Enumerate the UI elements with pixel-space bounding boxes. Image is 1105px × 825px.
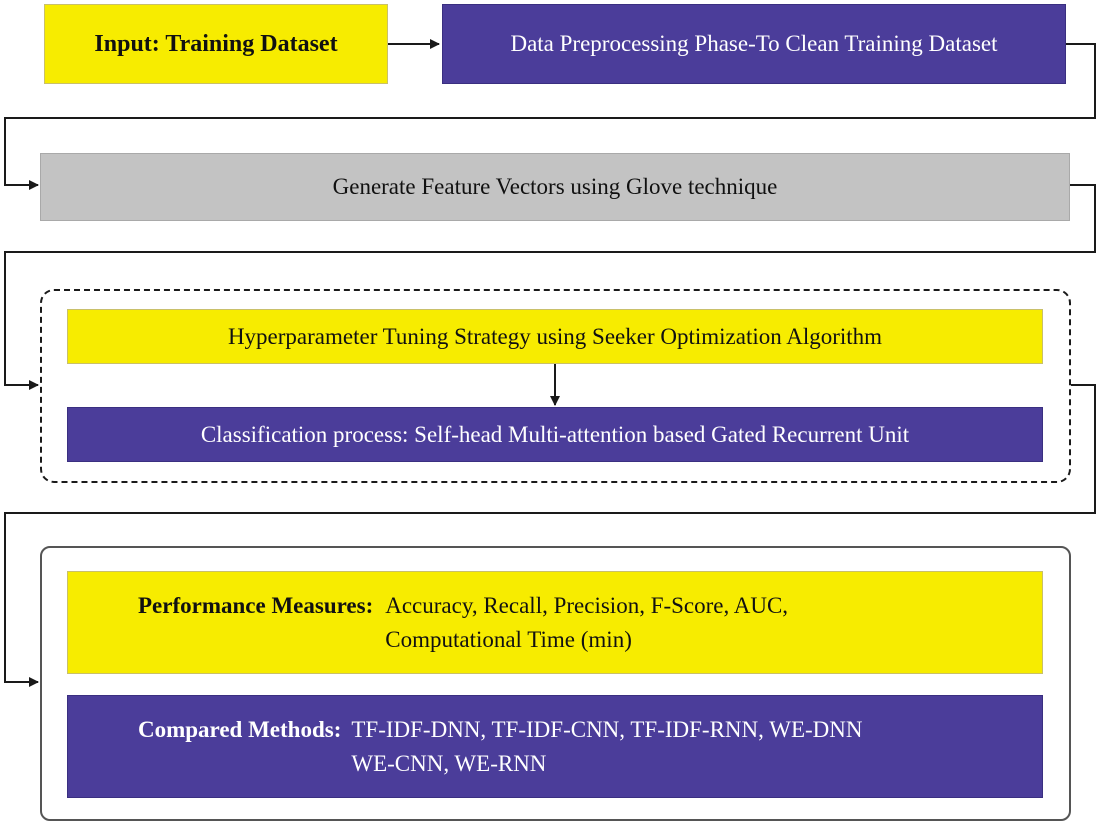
performance-measures-box: Performance Measures: Accuracy, Recall, …	[67, 571, 1043, 674]
performance-label: Performance Measures:	[138, 592, 374, 618]
performance-line-2: Computational Time (min)	[385, 626, 632, 652]
compared-methods-box: Compared Methods: TF-IDF-DNN, TF-IDF-CNN…	[67, 695, 1043, 798]
arrow-tuning-to-evaluation-group	[4, 384, 1096, 687]
classify-box-text: Classification process: Self-head Multi-…	[200, 421, 910, 447]
feature-vectors-box: Generate Feature Vectors using Glove tec…	[40, 153, 1070, 221]
input-box-text: Input: Training Dataset	[94, 30, 338, 57]
hyper-box-text: Hyperparameter Tuning Strategy using See…	[227, 323, 883, 349]
compared-label: Compared Methods:	[138, 716, 342, 742]
arrow-preprocess-to-feature	[4, 43, 1096, 190]
tuning-classification-group	[40, 289, 1071, 483]
compared-line-1: TF-IDF-DNN, TF-IDF-CNN, TF-IDF-RNN, WE-D…	[351, 716, 863, 742]
feature-box-text: Generate Feature Vectors using Glove tec…	[332, 174, 778, 199]
data-preprocessing-box: Data Preprocessing Phase-To Clean Traini…	[442, 4, 1066, 84]
compared-line-2: WE-CNN, WE-RNN	[351, 750, 547, 776]
performance-line-1: Accuracy, Recall, Precision, F-Score, AU…	[385, 592, 789, 618]
evaluation-group	[40, 546, 1071, 821]
hyperparameter-tuning-box: Hyperparameter Tuning Strategy using See…	[67, 309, 1043, 364]
classification-process-box: Classification process: Self-head Multi-…	[67, 407, 1043, 462]
input-training-dataset-box: Input: Training Dataset	[44, 4, 388, 84]
preprocess-box-text: Data Preprocessing Phase-To Clean Traini…	[510, 31, 998, 56]
arrow-feature-to-tuning-group	[4, 184, 1096, 390]
